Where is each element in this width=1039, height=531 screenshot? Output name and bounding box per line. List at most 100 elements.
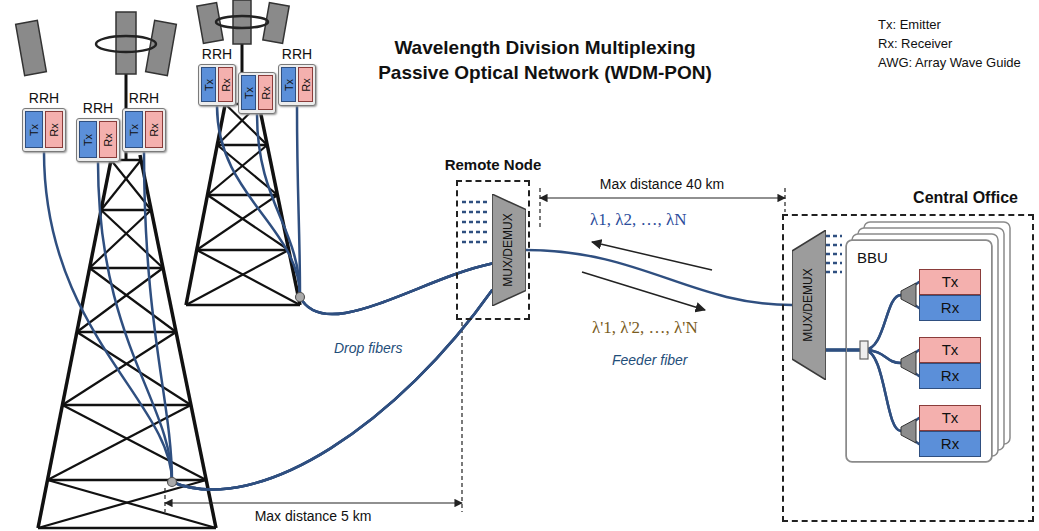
fiber-label: Feeder fiber	[612, 352, 687, 368]
duplexer	[901, 419, 916, 443]
dimension-line	[165, 502, 462, 503]
port-stub	[826, 244, 842, 247]
tower-brace	[101, 160, 141, 210]
optical-fiber	[826, 350, 919, 431]
bbu-card-back	[846, 240, 992, 462]
wavelength-arrows	[582, 242, 712, 310]
antenna	[233, 0, 251, 44]
unit-text: Rx	[102, 133, 115, 146]
remote-radio-head: Tx Rx	[238, 72, 276, 114]
receiver-box: Rx	[145, 111, 163, 148]
antenna	[116, 12, 136, 74]
receiver-box: Rx	[919, 431, 981, 457]
unit-text: Tx	[942, 273, 959, 290]
bbu-cards	[846, 222, 1010, 462]
unit-label: RRH	[282, 46, 312, 62]
bbu-card: BBUTxRxTxRxTxRx	[846, 240, 992, 462]
unit-label: RRH	[29, 90, 59, 106]
central-office-region: Central OfficeMUX/DEMUXBBUTxRxTxRxTxRx	[782, 214, 1034, 522]
region-heading: Remote Node	[445, 156, 542, 173]
antenna-ring	[216, 16, 268, 28]
tower-brace	[186, 250, 289, 305]
unit-text: Rx	[48, 123, 61, 136]
unit-text: Tx	[942, 409, 959, 426]
emitter-box: Tx	[125, 111, 143, 148]
receiver-box: Rx	[218, 67, 233, 102]
tower-brace	[62, 405, 206, 480]
diagram-title: Wavelength Division Multiplexing Passive…	[365, 36, 725, 85]
legend-note: Tx: Emitter	[878, 18, 941, 33]
optical-fiber	[144, 152, 492, 490]
unit-text: Tx	[82, 133, 95, 145]
unit-text: Rx	[941, 435, 959, 452]
region-heading: Central Office	[913, 189, 1018, 207]
tower-brace	[197, 249, 289, 252]
bbu-text: BBU	[857, 249, 888, 266]
splice-point	[296, 293, 305, 302]
legend-note: AWG: Array Wave Guide	[878, 56, 1021, 71]
port-stub	[826, 271, 842, 274]
port-stub	[462, 241, 490, 244]
tower-brace	[38, 480, 206, 528]
emitter-box: Tx	[201, 67, 216, 102]
dimension-line	[540, 197, 785, 198]
upstream-arrow	[582, 272, 705, 310]
mux-trapezoid	[792, 230, 826, 380]
tower-leg	[258, 100, 300, 305]
tower-brace	[90, 210, 152, 268]
emitter-box: Tx	[919, 269, 981, 295]
unit-text: Rx	[941, 367, 959, 384]
tower-brace	[197, 250, 300, 305]
unit-text: Tx	[128, 123, 141, 135]
unit-text: Rx	[148, 123, 161, 136]
unit-text: Tx	[242, 86, 255, 98]
antenna	[16, 20, 47, 75]
emitter-box: Tx	[919, 405, 981, 431]
port-stub	[462, 231, 490, 234]
tower-brace	[186, 304, 300, 307]
port-stub	[826, 235, 842, 238]
wavelength-list: λ'1, λ'2, …, λ'N	[592, 318, 698, 338]
mux-trapezoid	[492, 194, 526, 306]
dimension-tick	[539, 188, 540, 228]
wavelength-list: λ1, λ2, …, λN	[590, 210, 687, 230]
unit-text: Rx	[219, 78, 232, 91]
unit-text: Tx	[942, 341, 959, 358]
unit-text: Tx	[202, 78, 215, 90]
dimension-tick	[784, 188, 785, 212]
antenna	[197, 3, 223, 44]
antennas	[16, 0, 289, 160]
optical-fiber	[826, 295, 919, 350]
receiver-box: Rx	[258, 75, 273, 110]
receiver-box: Rx	[298, 67, 313, 102]
mux-demux: MUX/DEMUX	[492, 194, 526, 306]
mux-text: MUX/DEMUX	[802, 268, 816, 341]
mux-demux: MUX/DEMUX	[792, 230, 826, 380]
optical-fiber	[297, 106, 492, 314]
port-stub	[826, 262, 842, 265]
emitter-box: Tx	[241, 75, 256, 110]
antenna-ring	[96, 36, 156, 52]
unit-text: Rx	[259, 86, 272, 99]
emitter-box: Tx	[281, 67, 296, 102]
remote-radio-head: RRHTxRx	[76, 118, 120, 162]
tower-brace	[207, 195, 288, 250]
remote-radio-head: RRHTxRx	[122, 108, 166, 152]
tower-brace	[90, 268, 176, 332]
fiber-label: Drop fibers	[334, 340, 402, 356]
distance-label: Max distance 40 km	[600, 176, 725, 192]
unit-text: Tx	[28, 123, 41, 135]
remote-radio-head: RRHTxRx	[198, 64, 236, 106]
unit-text: Rx	[299, 78, 312, 91]
emitter-box: Tx	[25, 111, 43, 148]
distance-label: Max distance 5 km	[255, 508, 372, 524]
splice-point	[168, 478, 177, 487]
remote-node-region: Remote NodeMUX/DEMUX	[456, 180, 530, 320]
unit-text: Tx	[282, 78, 295, 90]
port-stub	[462, 221, 490, 224]
dimension-lines	[165, 188, 785, 512]
tower-brace	[197, 195, 278, 250]
unit-label: RRH	[129, 90, 159, 106]
downstream-arrow	[592, 242, 712, 270]
